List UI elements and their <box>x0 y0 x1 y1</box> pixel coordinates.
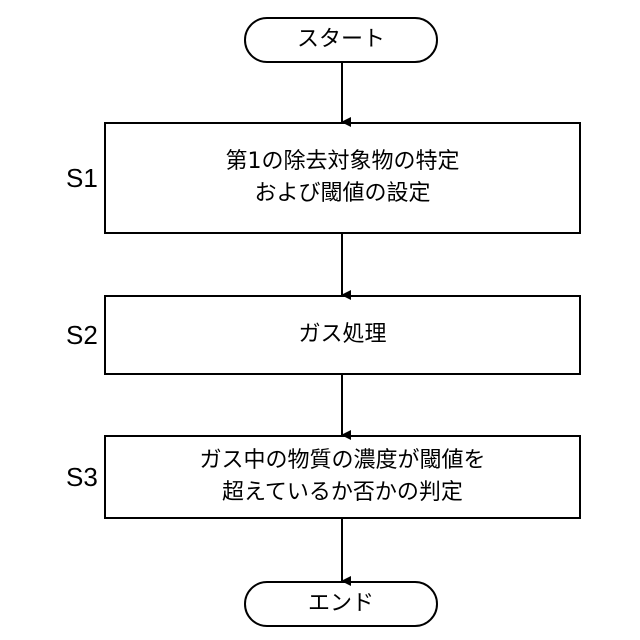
step-s3-id: S3 <box>66 462 98 492</box>
step-s2-text: ガス処理 <box>105 296 580 374</box>
step-s3-text: ガス中の物質の濃度が閾値を 超えているか否かの判定 <box>105 436 580 518</box>
start-terminal-label: スタート <box>245 18 437 62</box>
step-s1-text: 第1の除去対象物の特定 および閾値の設定 <box>105 123 580 233</box>
step-s1-id: S1 <box>66 163 98 193</box>
end-terminal-label: エンド <box>245 582 437 626</box>
step-s2-id: S2 <box>66 320 98 350</box>
